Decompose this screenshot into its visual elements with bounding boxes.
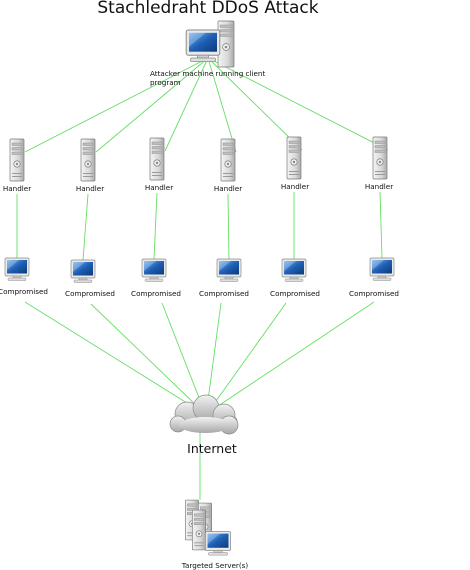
compromised-node: Compromised <box>65 259 115 298</box>
monitor-icon <box>4 257 30 281</box>
attacker-handler-link <box>95 57 209 153</box>
workstation-with-server-icon <box>185 20 235 68</box>
handler-node: Handler <box>365 136 393 191</box>
handler-node: Handler <box>214 138 242 193</box>
handler-label: Handler <box>76 184 104 193</box>
handler-label: Handler <box>214 184 242 193</box>
target-node: Targeted Server(s) <box>181 499 249 570</box>
diagram-title: Stachledraht DDoS Attack <box>97 0 318 18</box>
server-tower-icon <box>9 138 25 182</box>
attacker-handler-link <box>24 57 209 153</box>
compromised-row: Compromised Compromised Compromised Comprom… <box>0 257 399 298</box>
handler-label: Handler <box>145 183 173 192</box>
attacker-handler-link <box>207 57 237 153</box>
monitor-icon <box>216 258 242 282</box>
handler-node: Handler <box>3 138 31 193</box>
compromised-internet-link <box>24 301 196 409</box>
server-tower-icon <box>149 137 165 181</box>
target-label: Targeted Server(s) <box>181 561 249 570</box>
attacker-handler-link <box>207 57 389 151</box>
compromised-internet-link <box>161 302 204 409</box>
connection-lines <box>16 57 389 500</box>
internet-node: Internet <box>169 394 239 456</box>
monitor-icon <box>141 258 167 282</box>
compromised-internet-link <box>206 302 222 409</box>
handler-compromised-link <box>153 192 158 260</box>
compromised-node: Compromised <box>349 257 399 298</box>
server-tower-icon <box>80 138 96 182</box>
handler-node: Handler <box>76 138 104 193</box>
compromised-label: Compromised <box>0 287 48 296</box>
attacker-handler-link <box>164 57 209 152</box>
handler-node: Handler <box>281 136 309 191</box>
monitor-icon <box>70 259 96 283</box>
monitor-icon <box>369 257 395 281</box>
server-tower-icon <box>220 138 236 182</box>
internet-label: Internet <box>187 441 237 456</box>
attacker-node: Attacker machine running client program <box>150 20 265 87</box>
compromised-internet-link <box>90 303 200 409</box>
compromised-internet-link <box>210 302 287 409</box>
attacker-handler-link <box>207 57 303 151</box>
handler-label: Handler <box>281 182 309 191</box>
compromised-node: Compromised <box>199 258 249 298</box>
compromised-label: Compromised <box>199 289 249 298</box>
compromised-node: Compromised <box>0 257 48 296</box>
compromised-node: Compromised <box>270 258 320 298</box>
compromised-internet-link <box>214 301 375 409</box>
attacker-label-line2: program <box>150 78 181 87</box>
cloud-icon <box>169 394 239 435</box>
handler-row: Handler Handler Handler Handler Handler Handl… <box>3 136 393 193</box>
server-cluster-icon <box>184 499 232 556</box>
compromised-label: Compromised <box>270 289 320 298</box>
server-tower-icon <box>286 136 302 180</box>
handler-label: Handler <box>3 184 31 193</box>
compromised-label: Compromised <box>131 289 181 298</box>
compromised-label: Compromised <box>65 289 115 298</box>
handler-compromised-link <box>82 193 89 261</box>
monitor-icon <box>281 258 307 282</box>
handler-label: Handler <box>365 182 393 191</box>
server-tower-icon <box>372 136 388 180</box>
compromised-node: Compromised <box>131 258 181 298</box>
attacker-label-line1: Attacker machine running client <box>150 69 265 78</box>
compromised-label: Compromised <box>349 289 399 298</box>
handler-node: Handler <box>145 137 173 192</box>
handler-compromised-link <box>227 193 230 260</box>
handler-compromised-link <box>379 191 383 259</box>
